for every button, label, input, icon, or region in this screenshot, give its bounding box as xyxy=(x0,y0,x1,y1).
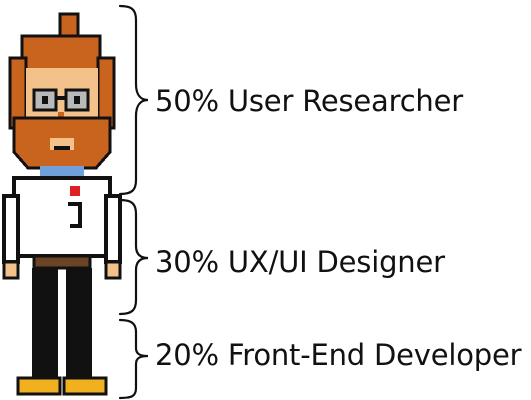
pants-right xyxy=(66,268,92,380)
curly-brace-designer xyxy=(118,198,149,316)
pixel-character-illustration xyxy=(2,12,122,396)
shirt xyxy=(12,176,112,258)
nose xyxy=(58,112,64,120)
hand-right xyxy=(104,260,122,280)
braces xyxy=(118,4,149,400)
curly-brace-developer xyxy=(118,318,149,400)
role-label-designer: 30% UX/UI Designer xyxy=(155,245,445,279)
arm-left xyxy=(2,194,20,264)
eye-right xyxy=(74,96,80,104)
pocket-accent xyxy=(70,186,80,196)
eye-left xyxy=(42,96,48,104)
hair xyxy=(20,34,102,72)
hand-left xyxy=(2,260,20,280)
arm-right xyxy=(104,194,122,264)
role-label-developer: 20% Front-End Developer xyxy=(155,338,522,372)
pocket-stroke xyxy=(68,202,82,228)
glasses-bridge xyxy=(56,96,66,100)
hair-spike xyxy=(58,12,80,40)
pants-left xyxy=(32,268,58,380)
role-label-researcher: 50% User Researcher xyxy=(155,84,463,118)
shoe-right xyxy=(62,376,108,396)
curly-brace-researcher xyxy=(118,4,149,196)
mouth-line xyxy=(54,146,70,150)
belt xyxy=(32,254,92,270)
shoe-left xyxy=(16,376,62,396)
